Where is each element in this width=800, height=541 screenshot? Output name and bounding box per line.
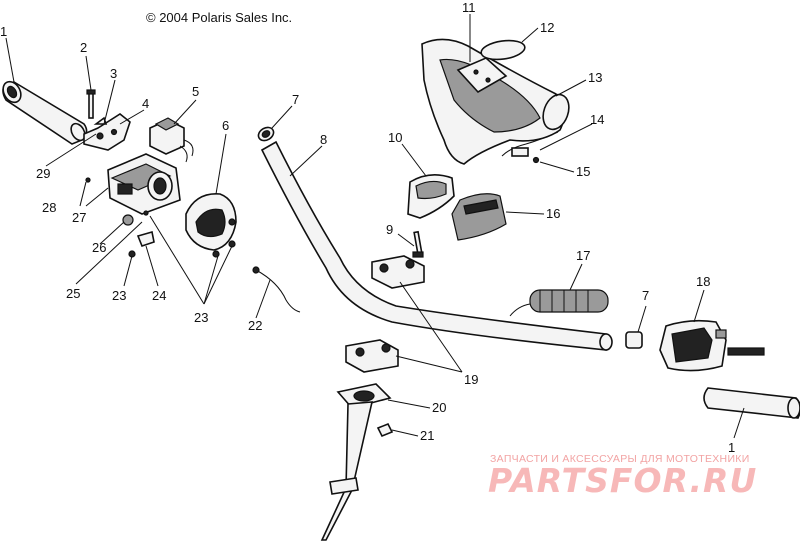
throttle-housing xyxy=(107,153,181,215)
housing-cover-6 xyxy=(185,193,237,251)
callout-6: 6 xyxy=(222,118,229,133)
callout-21: 21 xyxy=(420,428,434,443)
leader-lines xyxy=(5,14,745,439)
handlebar-clamp-upper xyxy=(371,255,425,289)
callout-7: 7 xyxy=(292,92,299,107)
callout-4: 4 xyxy=(142,96,149,111)
nut-21 xyxy=(376,422,394,438)
callout-14: 14 xyxy=(590,112,604,127)
callout-1: 1 xyxy=(0,24,7,39)
bar-end-cap-7 xyxy=(257,126,275,142)
callout-27: 27 xyxy=(72,210,86,225)
callout-17: 17 xyxy=(576,248,590,263)
callout-29: 29 xyxy=(36,166,50,181)
callout-18: 18 xyxy=(696,274,710,289)
bolt-9 xyxy=(412,230,424,258)
callout-24: 24 xyxy=(152,288,166,303)
callout-22: 22 xyxy=(248,318,262,333)
riser-plate-20 xyxy=(336,383,392,409)
callout-12: 12 xyxy=(540,20,554,35)
handlebar-8 xyxy=(260,140,613,351)
handlebar-clamp-lower xyxy=(345,339,399,373)
cover-16 xyxy=(451,193,507,241)
callout-7b: 7 xyxy=(642,288,649,303)
callout-16: 16 xyxy=(546,206,560,221)
callout-28: 28 xyxy=(42,200,56,215)
left-grip xyxy=(2,80,88,145)
callout-10: 10 xyxy=(388,130,402,145)
callout-3: 3 xyxy=(110,66,117,81)
callout-23b: 23 xyxy=(194,310,208,325)
wire-14 xyxy=(501,131,559,164)
screw-2 xyxy=(86,89,96,119)
callout-5: 5 xyxy=(192,84,199,99)
callout-19: 19 xyxy=(464,372,478,387)
callout-labels: 1 2 3 4 5 6 7 8 9 10 11 12 13 14 15 16 1… xyxy=(0,0,735,455)
bar-end-cap-7b xyxy=(625,331,643,349)
callout-15: 15 xyxy=(576,164,590,179)
pad-12 xyxy=(480,39,526,61)
callout-26: 26 xyxy=(92,240,106,255)
callout-2: 2 xyxy=(80,40,87,55)
switch-5 xyxy=(149,117,194,163)
callout-23: 23 xyxy=(112,288,126,303)
copyright-text: © 2004 Polaris Sales Inc. xyxy=(146,10,292,25)
callout-20: 20 xyxy=(432,400,446,415)
callout-1b: 1 xyxy=(728,440,735,455)
throttle-bracket xyxy=(83,113,131,151)
right-grip-1 xyxy=(703,387,800,419)
right-grip-17 xyxy=(509,289,609,317)
callout-9: 9 xyxy=(386,222,393,237)
watermark-tagline: ЗАПЧАСТИ И АКСЕССУАРЫ ДЛЯ МОТОТЕХНИКИ xyxy=(490,453,750,465)
watermark: ЗАПЧАСТИ И АКСЕССУАРЫ ДЛЯ МОТОТЕХНИКИ PA… xyxy=(488,453,757,500)
switch-housing-18 xyxy=(659,319,765,372)
cover-10 xyxy=(407,174,455,219)
watermark-brand: PARTSFOR.RU xyxy=(488,461,757,500)
callout-8: 8 xyxy=(320,132,327,147)
cable-22 xyxy=(252,266,301,313)
hardware-small xyxy=(85,177,236,258)
callout-25: 25 xyxy=(66,286,80,301)
steering-column xyxy=(320,401,374,541)
callout-11: 11 xyxy=(462,0,476,15)
callout-13: 13 xyxy=(588,70,602,85)
